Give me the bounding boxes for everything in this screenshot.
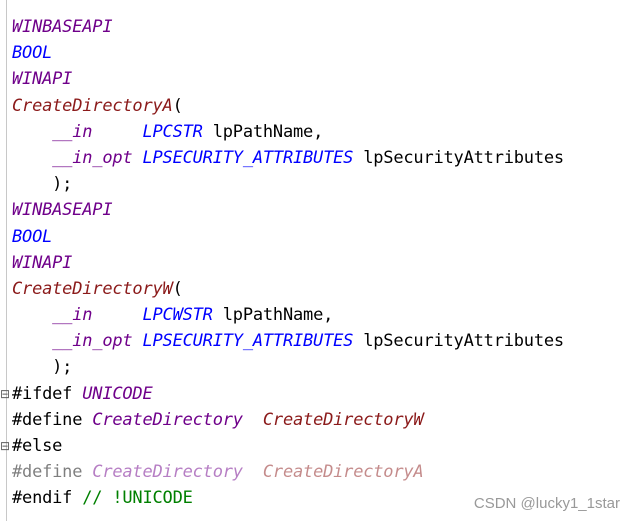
code-line[interactable]: #else [12, 433, 634, 459]
code-token: BOOL [12, 226, 53, 247]
code-line[interactable]: __in_opt LPSECURITY_ATTRIBUTES lpSecurit… [12, 328, 634, 354]
code-token: CreateDirectoryW [12, 278, 173, 299]
collapse-minus-icon[interactable]: ⊟ [0, 439, 11, 454]
code-token: lpPathName, [202, 121, 324, 142]
code-line[interactable]: ); [12, 354, 634, 380]
code-token: CreateDirectory [92, 462, 243, 483]
code-token: LPCWSTR [142, 305, 213, 326]
code-line[interactable]: #define CreateDirectory CreateDirectoryW [12, 407, 634, 433]
code-line[interactable]: CreateDirectoryA( [12, 93, 634, 119]
code-token: // !UNICODE [82, 488, 193, 509]
code-token [92, 305, 142, 325]
code-line[interactable]: BOOL [12, 224, 634, 250]
code-token: ); [12, 174, 73, 195]
code-line[interactable]: #ifdef UNICODE [12, 381, 634, 407]
code-token: lpPathName, [212, 305, 334, 326]
code-line[interactable]: #endif // !UNICODE [12, 485, 634, 511]
code-line[interactable]: WINBASEAPI [12, 14, 634, 40]
code-token: CreateDirectoryA [262, 462, 424, 483]
code-token: BOOL [12, 43, 53, 64]
code-token: #define [12, 462, 93, 483]
code-line[interactable]: #define CreateDirectory CreateDirectoryA [12, 459, 634, 485]
code-token: LPSECURITY_ATTRIBUTES [142, 331, 354, 352]
code-line[interactable]: __in_opt LPSECURITY_ATTRIBUTES lpSecurit… [12, 145, 634, 171]
code-token: WINAPI [12, 252, 73, 273]
code-token [12, 305, 52, 325]
code-token: #else [12, 436, 63, 456]
code-line[interactable]: BOOL [12, 40, 634, 66]
code-token: WINBASEAPI [12, 200, 113, 221]
gutter-divider [6, 0, 7, 521]
code-token: LPSECURITY_ATTRIBUTES [142, 147, 354, 168]
code-token: UNICODE [82, 383, 153, 404]
code-token: CreateDirectory [92, 409, 243, 430]
code-token: WINAPI [12, 69, 73, 90]
code-line[interactable]: __in LPCSTR lpPathName, [12, 119, 634, 145]
code-line[interactable]: WINAPI [12, 66, 634, 92]
code-token: ); [12, 357, 73, 378]
code-token [243, 410, 263, 430]
code-token [132, 148, 142, 168]
code-line[interactable]: ); [12, 171, 634, 197]
code-token: __in [52, 121, 93, 142]
code-token: ( [172, 95, 183, 116]
code-token: CreateDirectoryW [262, 409, 424, 430]
code-token: #endif [12, 488, 83, 509]
code-token: #ifdef [12, 383, 83, 404]
code-token [132, 331, 142, 351]
collapse-minus-icon[interactable]: ⊟ [0, 386, 11, 401]
code-token [12, 331, 52, 351]
code-token: ( [172, 278, 183, 299]
code-token [12, 148, 52, 168]
watermark: CSDN @lucky1_1star [473, 495, 620, 512]
code-token: lpSecurityAttributes [353, 147, 564, 168]
code-token [243, 462, 263, 482]
code-token: __in_opt [52, 147, 133, 168]
code-token [92, 122, 142, 142]
code-token: WINBASEAPI [12, 17, 113, 37]
code-token: CreateDirectoryA [12, 95, 173, 116]
code-token: __in_opt [52, 331, 133, 352]
code-line[interactable]: WINAPI [12, 250, 634, 276]
code-token: LPCSTR [142, 121, 203, 142]
code-line[interactable]: CreateDirectoryW( [12, 276, 634, 302]
code-token: __in [52, 305, 93, 326]
code-token: lpSecurityAttributes [353, 331, 564, 352]
code-line[interactable]: WINBASEAPI [12, 197, 634, 223]
code-line[interactable]: __in LPCWSTR lpPathName, [12, 302, 634, 328]
code-token [12, 122, 52, 142]
code-token: #define [12, 409, 93, 430]
